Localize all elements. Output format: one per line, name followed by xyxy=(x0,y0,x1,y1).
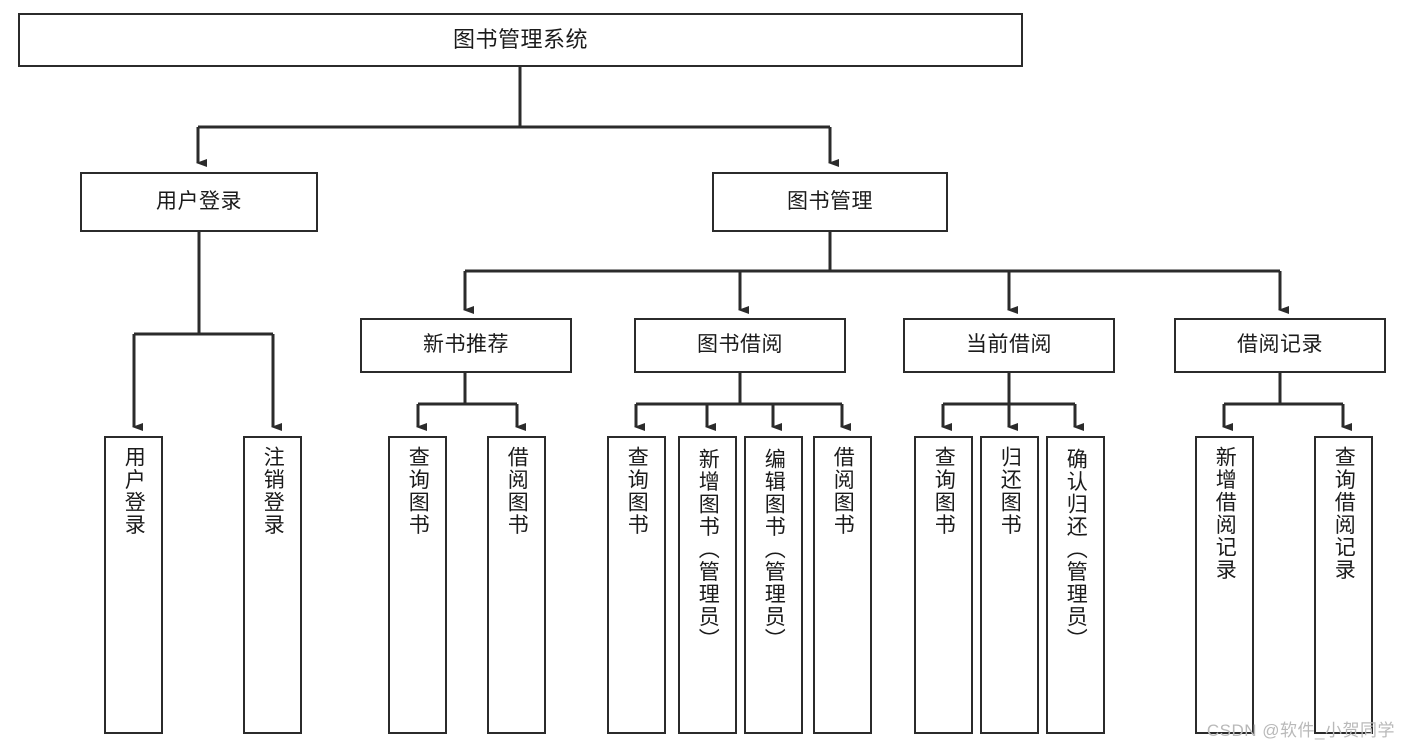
node-leaf-newbook-borrow-book[interactable]: 借阅图书 xyxy=(487,436,546,734)
node-label: 借阅图书 xyxy=(505,446,529,536)
node-label: 新增借阅记录 xyxy=(1213,446,1237,581)
watermark: CSDN @软件_小贺同学 xyxy=(1206,721,1395,740)
node-label: 编辑图书（管理员） xyxy=(762,448,786,651)
node-label: 借阅记录 xyxy=(1237,333,1323,357)
node-leaf-user-login[interactable]: 用户登录 xyxy=(104,436,163,734)
node-leaf-newbook-query-book[interactable]: 查询图书 xyxy=(388,436,447,734)
node-label: 归还图书 xyxy=(998,446,1022,536)
node-label: 用户登录 xyxy=(122,446,146,536)
node-leaf-current-query-book[interactable]: 查询图书 xyxy=(914,436,973,734)
node-new-book-recommend[interactable]: 新书推荐 xyxy=(360,318,572,373)
node-leaf-borrow-query-book[interactable]: 查询图书 xyxy=(607,436,666,734)
node-leaf-logout[interactable]: 注销登录 xyxy=(243,436,302,734)
node-label: 用户登录 xyxy=(156,189,242,213)
node-label: 确认归还（管理员） xyxy=(1064,448,1088,651)
node-leaf-borrow-edit-book-admin[interactable]: 编辑图书（管理员） xyxy=(744,436,803,734)
node-leaf-record-add-record[interactable]: 新增借阅记录 xyxy=(1195,436,1254,734)
node-label: 查询图书 xyxy=(406,446,430,536)
node-book-borrow[interactable]: 图书借阅 xyxy=(634,318,846,373)
node-current-borrow[interactable]: 当前借阅 xyxy=(903,318,1115,373)
node-label: 新书推荐 xyxy=(423,333,509,357)
node-label: 图书管理 xyxy=(787,189,873,213)
node-book-management[interactable]: 图书管理 xyxy=(712,172,948,232)
node-label: 新增图书（管理员） xyxy=(696,448,720,651)
node-label: 注销登录 xyxy=(261,446,285,536)
node-leaf-borrow-borrow-book[interactable]: 借阅图书 xyxy=(813,436,872,734)
node-user-login[interactable]: 用户登录 xyxy=(80,172,318,232)
node-label: 查询借阅记录 xyxy=(1332,446,1356,581)
node-leaf-borrow-add-book-admin[interactable]: 新增图书（管理员） xyxy=(678,436,737,734)
node-label: 图书管理系统 xyxy=(452,27,588,53)
node-leaf-current-return-book[interactable]: 归还图书 xyxy=(980,436,1039,734)
node-root-system[interactable]: 图书管理系统 xyxy=(18,13,1023,67)
node-label: 图书借阅 xyxy=(697,333,783,357)
node-label: 查询图书 xyxy=(932,446,956,536)
node-label: 借阅图书 xyxy=(831,446,855,536)
node-borrow-record[interactable]: 借阅记录 xyxy=(1174,318,1386,373)
node-label: 查询图书 xyxy=(625,446,649,536)
node-label: 当前借阅 xyxy=(966,333,1052,357)
node-leaf-record-query-record[interactable]: 查询借阅记录 xyxy=(1314,436,1373,734)
node-leaf-current-confirm-return-admin[interactable]: 确认归还（管理员） xyxy=(1046,436,1105,734)
